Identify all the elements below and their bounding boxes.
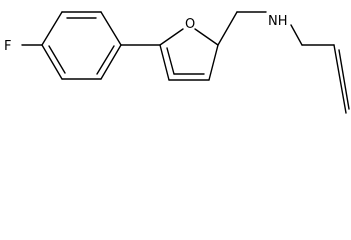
bond-c3-c4 <box>100 11 122 46</box>
double-bond-c4-c5-furan <box>166 47 175 75</box>
bond-c4-c5-furan <box>159 44 170 81</box>
bond-c2-c3-furan <box>208 44 219 81</box>
double-bond-c6-c1 <box>48 45 66 74</box>
double-bond-c4-c5 <box>96 45 115 75</box>
oxygen-label: O <box>185 17 195 32</box>
bond-c6-c1 <box>41 44 63 80</box>
furan-ring <box>159 28 219 81</box>
bond-c1-c2 <box>41 11 63 46</box>
bond-c5-o <box>159 28 184 46</box>
bond-furan-ch2 <box>217 11 238 46</box>
bond-o-c2 <box>194 28 219 46</box>
nitrogen-label: NH <box>268 14 288 29</box>
bond-n-ch2 <box>290 24 303 46</box>
fluorophenyl-ring <box>41 11 122 80</box>
molecule-structure-diagram: F O NH <box>4 11 350 114</box>
bond-ch-ch2-single <box>333 44 347 114</box>
bond-c4-c5 <box>100 44 122 80</box>
bond-ch-ch2-double <box>338 49 350 110</box>
fluorine-label: F <box>4 39 11 54</box>
